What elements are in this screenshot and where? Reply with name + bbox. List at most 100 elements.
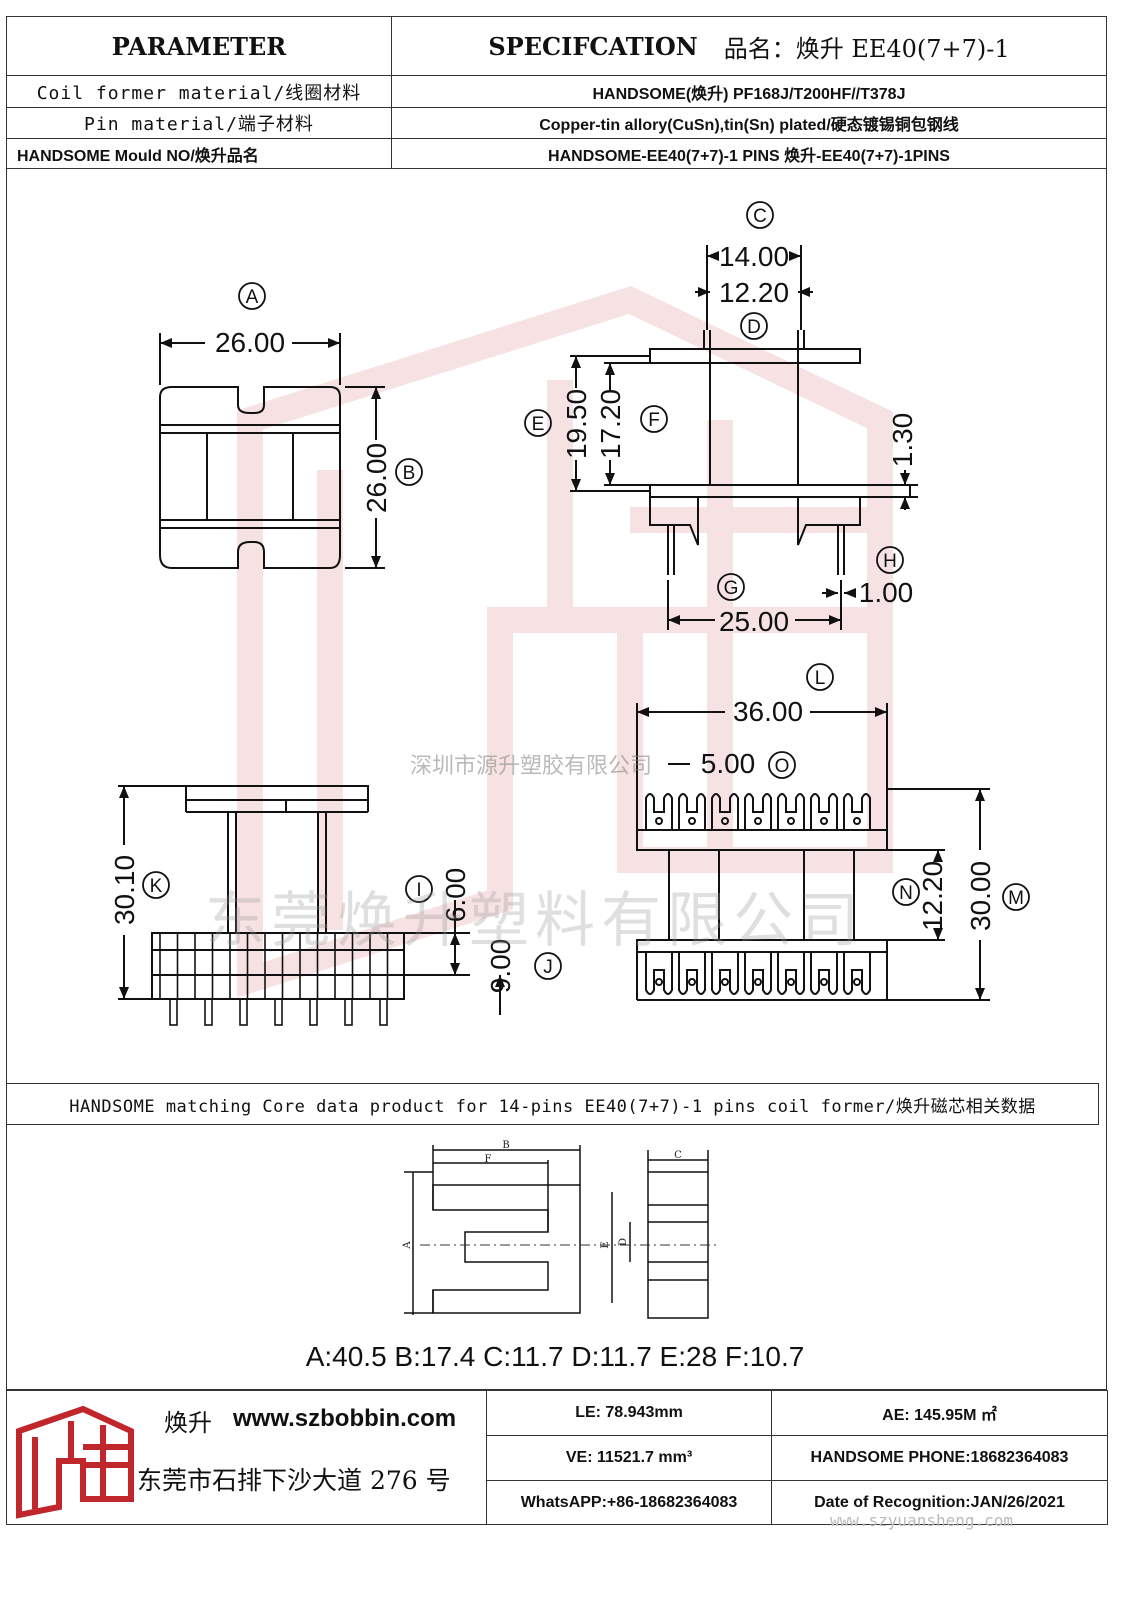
pin [309, 998, 318, 1026]
row-mould-value-text: HANDSOME-EE40(7+7)-1 PINS 焕升-EE40(7+7)-1… [548, 147, 950, 165]
label-g: G [724, 578, 739, 599]
label-j: J [543, 957, 553, 978]
bottom-pin-slot [843, 952, 871, 995]
footer-ve: VE: 11521.7 mm³ [486, 1435, 772, 1481]
top-pin-hole [787, 817, 795, 825]
dim-k-value: 30.10 [109, 855, 140, 925]
dim-o-value: 5.00 [701, 748, 756, 779]
dim-e-value: 19.50 [561, 389, 592, 459]
footer-ae: AE: 145.95M ㎡ [771, 1390, 1108, 1436]
bottom-pin-hole [820, 978, 828, 986]
label-h: H [883, 551, 897, 572]
footer-le-text: LE: 78.943mm [575, 1404, 683, 1421]
label-l: L [815, 668, 826, 689]
footer-ae-text: AE: 145.95M ㎡ [882, 1407, 997, 1424]
label-b: B [403, 463, 416, 484]
footer-whatsapp-text: WhatsAPP:+86-18682364083 [520, 1493, 738, 1511]
dim-c-value: 14.00 [719, 241, 789, 272]
label-a: A [246, 287, 259, 308]
row-coil-label-text: Coil former material/线圈材料 [36, 82, 362, 104]
top-pin-slot [744, 793, 772, 830]
dim-i-value: 6.00 [440, 868, 471, 923]
row-coil-value-text: HANDSOME(焕升) PF168J/T200HF//T378J [592, 85, 906, 103]
pin [274, 998, 283, 1026]
logo-icon [16, 1405, 134, 1519]
row-mould-value: HANDSOME-EE40(7+7)-1 PINS 焕升-EE40(7+7)-1… [391, 138, 1107, 169]
dim-l-value: 36.00 [733, 696, 803, 727]
spec-label: SPECIFCATION [488, 31, 698, 61]
label-k: K [150, 876, 163, 897]
top-pin-hole [853, 817, 861, 825]
footer-date-text: Date of Recognition:JAN/26/2021 [814, 1493, 1065, 1511]
dim-b-value: 26.00 [361, 443, 392, 513]
core-label-a: A [402, 1241, 413, 1250]
footer-brand-name: 焕升 [164, 1409, 212, 1437]
label-m: M [1008, 888, 1024, 909]
dim-m-value: 30.00 [965, 861, 996, 931]
top-pin-slot [645, 793, 673, 830]
dim-thickness-value: 1.30 [887, 413, 918, 468]
top-pin-slot [843, 793, 871, 830]
core-title-box: HANDSOME matching Core data product for … [6, 1083, 1099, 1125]
bottom-pin-hole [787, 978, 795, 986]
label-c: C [753, 206, 767, 227]
dim-g-value: 25.00 [719, 606, 789, 637]
pin [204, 998, 213, 1026]
watermark-url: www.szyuansheng.com [830, 1511, 1014, 1530]
row-coil-value: HANDSOME(焕升) PF168J/T200HF//T378J [391, 75, 1107, 108]
footer-date: Date of Recognition:JAN/26/2021 [771, 1480, 1108, 1525]
dim-h-value: 1.00 [859, 577, 914, 608]
pin [169, 998, 178, 1026]
bottom-pin-hole [721, 978, 729, 986]
footer-website[interactable]: www.szbobbin.com [233, 1405, 457, 1432]
top-pin-hole [754, 817, 762, 825]
label-o: O [775, 756, 790, 777]
core-label-b: B [502, 1140, 509, 1151]
dim-j-value: 9.00 [485, 939, 516, 994]
bottom-pin-slot [810, 952, 838, 995]
bottom-pin-slot [777, 952, 805, 995]
footer-phone: HANDSOME PHONE:18682364083 [771, 1435, 1108, 1481]
watermark-company-big: 东莞焕升塑料有限公司 [205, 886, 865, 956]
core-label-d: D [618, 1238, 629, 1246]
core-label-e: E [600, 1241, 611, 1248]
row-pin-value-text: Copper-tin allory(CuSn),tin(Sn) plated/硬… [539, 117, 959, 134]
footer-address: 东莞市石排下沙大道 276 号 [137, 1466, 451, 1495]
dim-a-value: 26.00 [215, 327, 285, 358]
footer-le: LE: 78.943mm [486, 1390, 772, 1436]
core-title: HANDSOME matching Core data product for … [69, 1096, 1036, 1117]
bottom-pin-hole [853, 978, 861, 986]
top-pin-hole [655, 817, 663, 825]
footer-brand-cell: 焕升 www.szbobbin.com 东莞市石排下沙大道 276 号 [6, 1390, 487, 1525]
core-label-f: F [485, 1154, 492, 1165]
bottom-pin-slot [711, 952, 739, 995]
bottom-pin-hole [754, 978, 762, 986]
row-mould-label-text: HANDSOME Mould NO/焕升品名 [17, 147, 259, 165]
pin [239, 998, 248, 1026]
top-pin-hole [820, 817, 828, 825]
footer-phone-text: HANDSOME PHONE:18682364083 [810, 1449, 1069, 1466]
dim-n-value: 12.20 [917, 861, 948, 931]
footer-whatsapp: WhatsAPP:+86-18682364083 [486, 1480, 772, 1525]
core-values: A:40.5 B:17.4 C:11.7 D:11.7 E:28 F:10.7 [305, 1341, 805, 1372]
product-name: 品名：焕升 EE40(7+7)-1 [723, 34, 1010, 63]
bottom-pin-slot [744, 952, 772, 995]
top-pin-slot [711, 793, 739, 830]
top-pin-hole [688, 817, 696, 825]
label-n: N [899, 883, 913, 904]
top-pin-slot [777, 793, 805, 830]
drawing-frame [6, 168, 1107, 1390]
header-parameter: PARAMETER [6, 16, 392, 76]
top-pin-hole [721, 817, 729, 825]
watermark-company-small: 深圳市源升塑胶有限公司 [410, 754, 653, 779]
dim-d-value: 12.20 [719, 277, 789, 308]
top-pin-slot [678, 793, 706, 830]
pin [344, 998, 353, 1026]
bottom-pin-slot [678, 952, 706, 995]
top-pin-slot [810, 793, 838, 830]
core-label-c: C [674, 1150, 682, 1161]
row-pin-label-text: Pin material/端子材料 [84, 114, 314, 135]
row-mould-label: HANDSOME Mould NO/焕升品名 [6, 138, 392, 169]
label-f: F [648, 410, 660, 431]
